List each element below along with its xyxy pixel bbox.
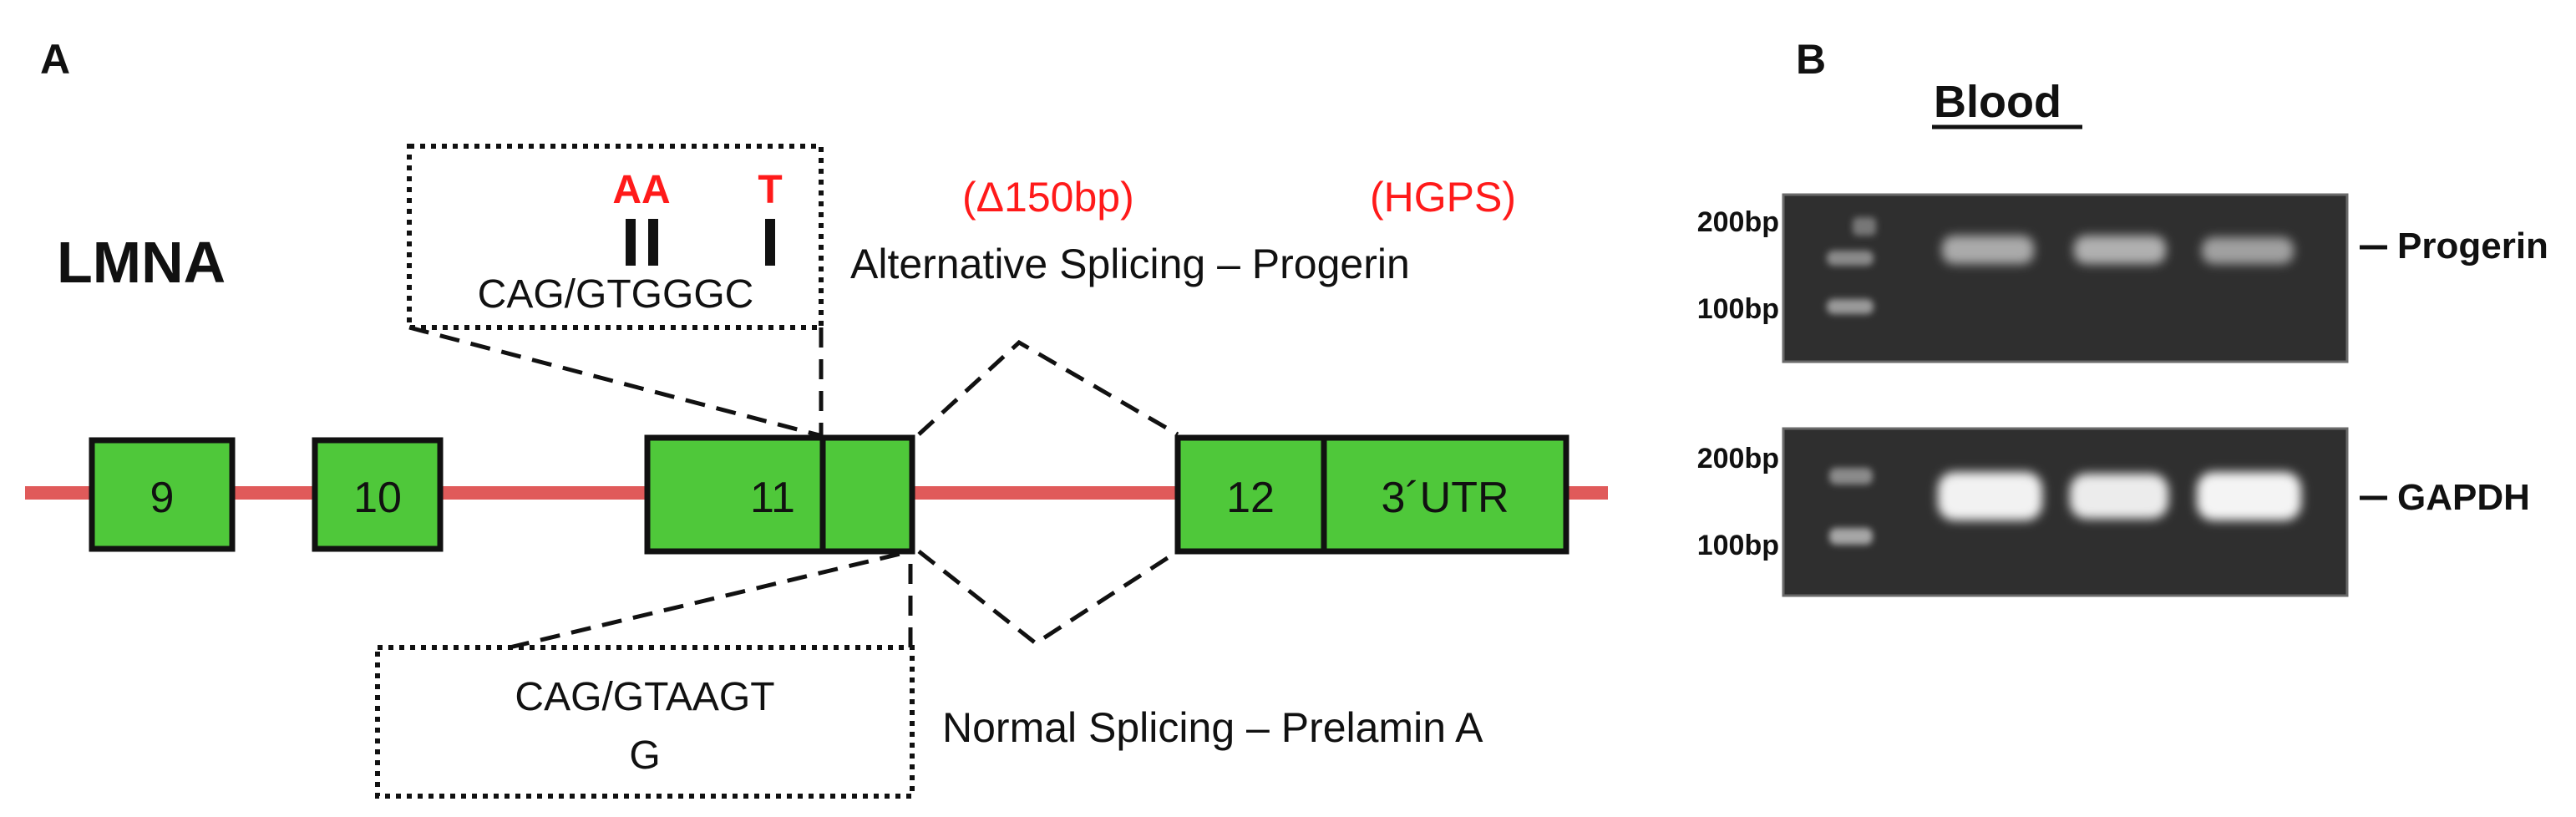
tissue-title: Blood <box>1934 77 2061 127</box>
ladder-band-100-bottom <box>1829 528 1873 545</box>
alternative-splice-path <box>917 339 1179 437</box>
gel-progerin-frame <box>1782 193 2349 363</box>
alternative-splicing-label: Alternative Splicing – Progerin <box>850 241 1410 287</box>
exon-12-utr: 12 3´UTR <box>1174 434 1569 555</box>
deletion-label: (Δ150bp) <box>962 174 1134 221</box>
gel-progerin: 200bp 100bp Progerin <box>1697 193 2548 363</box>
progerin-band-lane-3 <box>2202 237 2294 264</box>
normal-splicing-label: Normal Splicing – Prelamin A <box>942 704 1483 751</box>
gel-progerin-band-label: Progerin <box>2397 226 2548 266</box>
exon-11: 11 <box>644 434 915 555</box>
progerin-band-lane-2 <box>2074 236 2166 264</box>
ladder-band-extra-top <box>1853 217 1876 236</box>
exon-11-label: 11 <box>750 474 795 522</box>
utr-label: 3´UTR <box>1381 474 1509 522</box>
exon-12-label: 12 <box>1226 474 1275 522</box>
panel-b-label: B <box>1796 36 1826 83</box>
gel-progerin-marker-200: 200bp <box>1697 206 1779 238</box>
mutant-sequence: CAG/GTGGGC <box>478 272 754 317</box>
panel-a: A LMNA 9 10 11 12 3´UTR <box>25 36 1608 799</box>
exon-10: 10 <box>312 437 444 552</box>
gel-progerin-marker-100: 100bp <box>1697 293 1779 325</box>
mutation-t: T <box>758 168 782 212</box>
gapdh-band-lane-1 <box>1938 472 2042 520</box>
progerin-band-lane-1 <box>1942 236 2034 264</box>
normal-splice-path <box>917 549 1179 647</box>
panel-b: B Blood 200bp 100bp Progerin 200bp 1 <box>1697 36 2548 597</box>
gel-gapdh-band-label: GAPDH <box>2397 477 2530 518</box>
ladder-band-200-top <box>1827 251 1874 266</box>
gel-gapdh: 200bp 100bp GAPDH <box>1697 427 2530 597</box>
normal-zoom-line-left <box>509 549 911 650</box>
normal-sequence-box: CAG/GTAAGT G <box>375 645 915 799</box>
mutant-sequence-box: AA T CAG/GTGGGC <box>407 144 824 330</box>
gapdh-band-lane-3 <box>2197 472 2301 520</box>
ladder-band-100-top <box>1827 299 1874 314</box>
normal-sequence-line1: CAG/GTAAGT <box>515 675 774 719</box>
mutation-aa: AA <box>612 168 670 212</box>
disease-label: (HGPS) <box>1370 174 1516 221</box>
gel-gapdh-marker-100: 100bp <box>1697 530 1779 561</box>
exon-10-label: 10 <box>353 474 402 522</box>
exon-9-label: 9 <box>150 474 175 522</box>
exon-9: 9 <box>89 437 236 552</box>
mutant-zoom-line-left <box>408 325 824 439</box>
gel-gapdh-marker-200: 200bp <box>1697 443 1779 474</box>
gapdh-band-lane-2 <box>2070 474 2168 519</box>
panel-a-label: A <box>40 36 70 83</box>
ladder-band-200-bottom <box>1829 468 1873 485</box>
gene-name: LMNA <box>57 230 226 295</box>
normal-sequence-line2: G <box>629 733 660 778</box>
